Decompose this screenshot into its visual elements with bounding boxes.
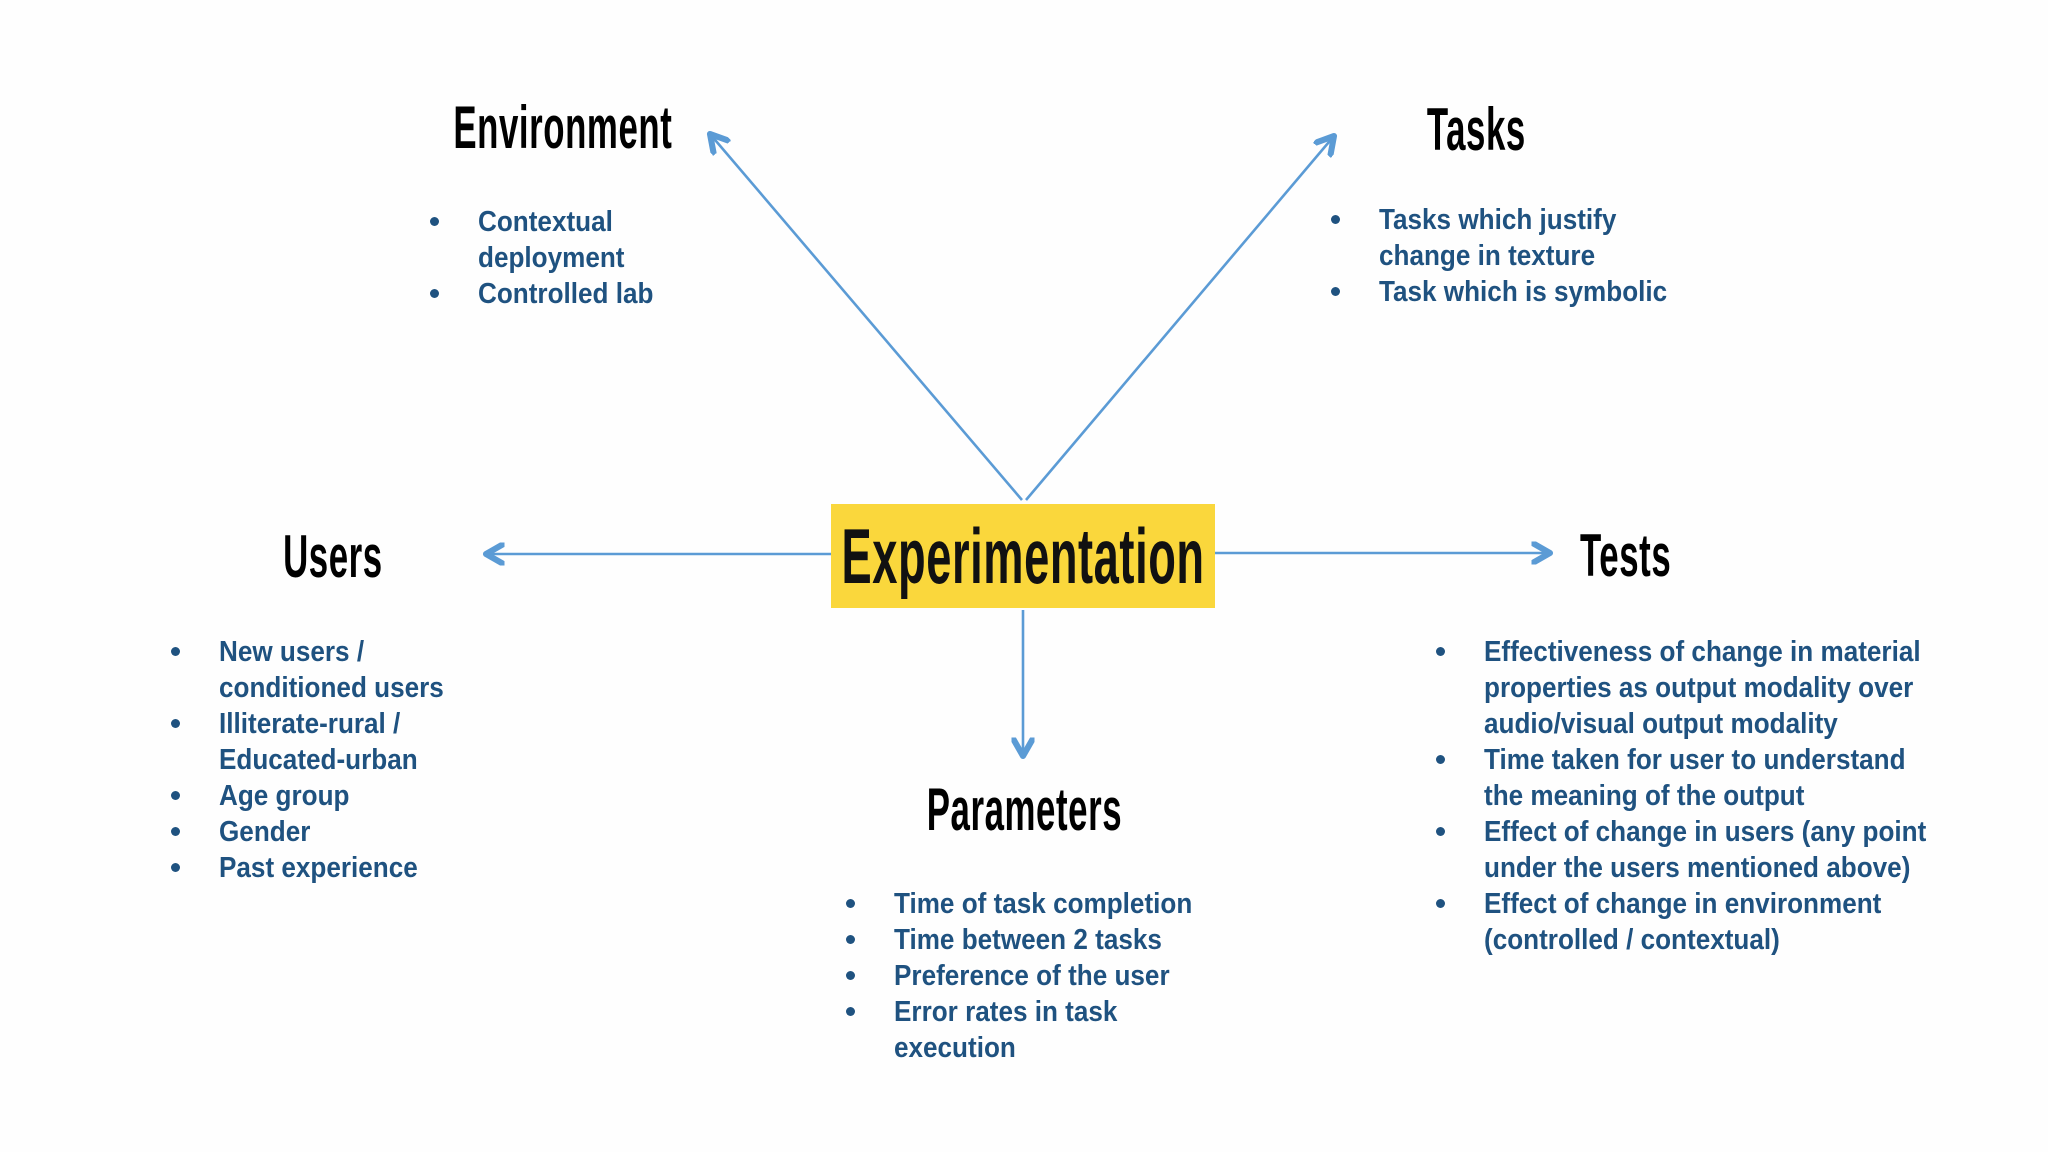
list-item: Task which is symbolic — [1329, 274, 1699, 310]
list-item: Effect of change in environment (control… — [1434, 886, 1975, 958]
bullet-text: Tasks which justify change in texture — [1379, 204, 1617, 272]
list-item: Illiterate-rural / Educated-urban — [169, 706, 469, 778]
center-node-experimentation: Experimentation — [831, 504, 1215, 608]
bullet-text: Effect of change in environment (control… — [1484, 888, 1882, 956]
list-item: Tasks which justify change in texture — [1329, 202, 1699, 274]
list-item: Error rates in task execution — [844, 994, 1225, 1066]
branch-title-label: Environment — [453, 94, 673, 161]
list-item: Time of task completion — [844, 886, 1225, 922]
bullet-text: Illiterate-rural / Educated-urban — [219, 708, 418, 776]
bullet-text: Contextual deployment — [478, 206, 625, 274]
list-item: Controlled lab — [428, 276, 673, 312]
bullet-text: Time of task completion — [894, 888, 1193, 920]
bullet-text: Effect of change in users (any point und… — [1484, 816, 1927, 884]
list-item: Contextual deployment — [428, 204, 673, 276]
bullet-text: Effectiveness of change in material prop… — [1484, 636, 1921, 740]
bullet-text: Age group — [219, 780, 350, 812]
list-item: Effect of change in users (any point und… — [1434, 814, 1975, 886]
bullet-text: Past experience — [219, 852, 418, 884]
list-item: New users / conditioned users — [169, 634, 469, 706]
branch-title-environment: Environment — [313, 92, 813, 164]
bullet-text: Time taken for user to understand the me… — [1484, 744, 1906, 812]
bullet-text: New users / conditioned users — [219, 636, 444, 704]
list-item: Age group — [169, 778, 469, 814]
arrow-tasks — [1025, 136, 1334, 501]
list-item: Effectiveness of change in material prop… — [1434, 634, 1975, 742]
bullet-text: Task which is symbolic — [1379, 276, 1668, 308]
bullet-text: Gender — [219, 816, 311, 848]
branch-title-label: Tests — [1580, 522, 1672, 589]
list-item: Preference of the user — [844, 958, 1225, 994]
bullet-text: Error rates in task execution — [894, 996, 1118, 1064]
list-item: Past experience — [169, 850, 469, 886]
bullet-text: Preference of the user — [894, 960, 1170, 992]
list-item: Gender — [169, 814, 469, 850]
bullet-text: Time between 2 tasks — [894, 924, 1162, 956]
bullet-text: Controlled lab — [478, 278, 654, 310]
list-item: Time between 2 tasks — [844, 922, 1225, 958]
branch-title-users: Users — [83, 521, 583, 593]
branch-title-tests: Tests — [1376, 520, 1876, 592]
center-node-label: Experimentation — [841, 511, 1205, 600]
bullet-list-tests: Effectiveness of change in material prop… — [1434, 634, 1975, 958]
branch-title-label: Parameters — [926, 776, 1122, 843]
branch-title-label: Users — [283, 523, 383, 590]
arrow-environment — [710, 134, 1023, 501]
branch-title-tasks: Tasks — [1226, 94, 1726, 166]
branch-title-label: Tasks — [1426, 96, 1526, 163]
list-item: Time taken for user to understand the me… — [1434, 742, 1975, 814]
branch-title-parameters: Parameters — [774, 774, 1274, 846]
